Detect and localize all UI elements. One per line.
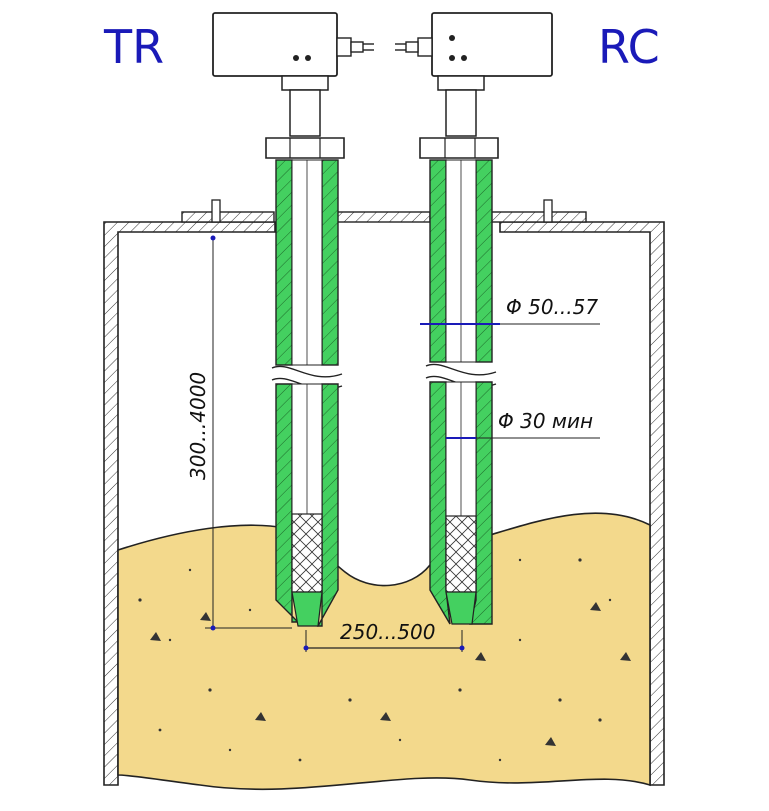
bolt (543, 199, 553, 223)
height-range-label: 300...4000 (186, 372, 210, 480)
cable-connector-icon (395, 37, 433, 57)
silo-wall-left (103, 221, 276, 786)
material-specks (138, 558, 631, 762)
outer-diameter-label: Φ 50...57 (506, 295, 598, 319)
bolt (211, 199, 221, 223)
rc-label: RC (598, 20, 660, 74)
receiver-head-icon (431, 12, 553, 77)
top-flange-left (181, 211, 275, 223)
spacing-dimension (303, 630, 465, 652)
top-flange-mid (333, 211, 431, 223)
cable-connector-icon (336, 37, 374, 57)
probe-tr (212, 12, 374, 627)
spacing-label: 250...500 (340, 620, 435, 644)
height-dimension (205, 235, 292, 631)
tr-label: TR (103, 20, 164, 74)
inner-diameter-label: Φ 30 мин (498, 409, 593, 433)
top-flange-right (489, 211, 587, 223)
transmitter-head-icon (212, 12, 338, 77)
probe-rc (395, 12, 553, 625)
bulk-material (117, 512, 651, 791)
